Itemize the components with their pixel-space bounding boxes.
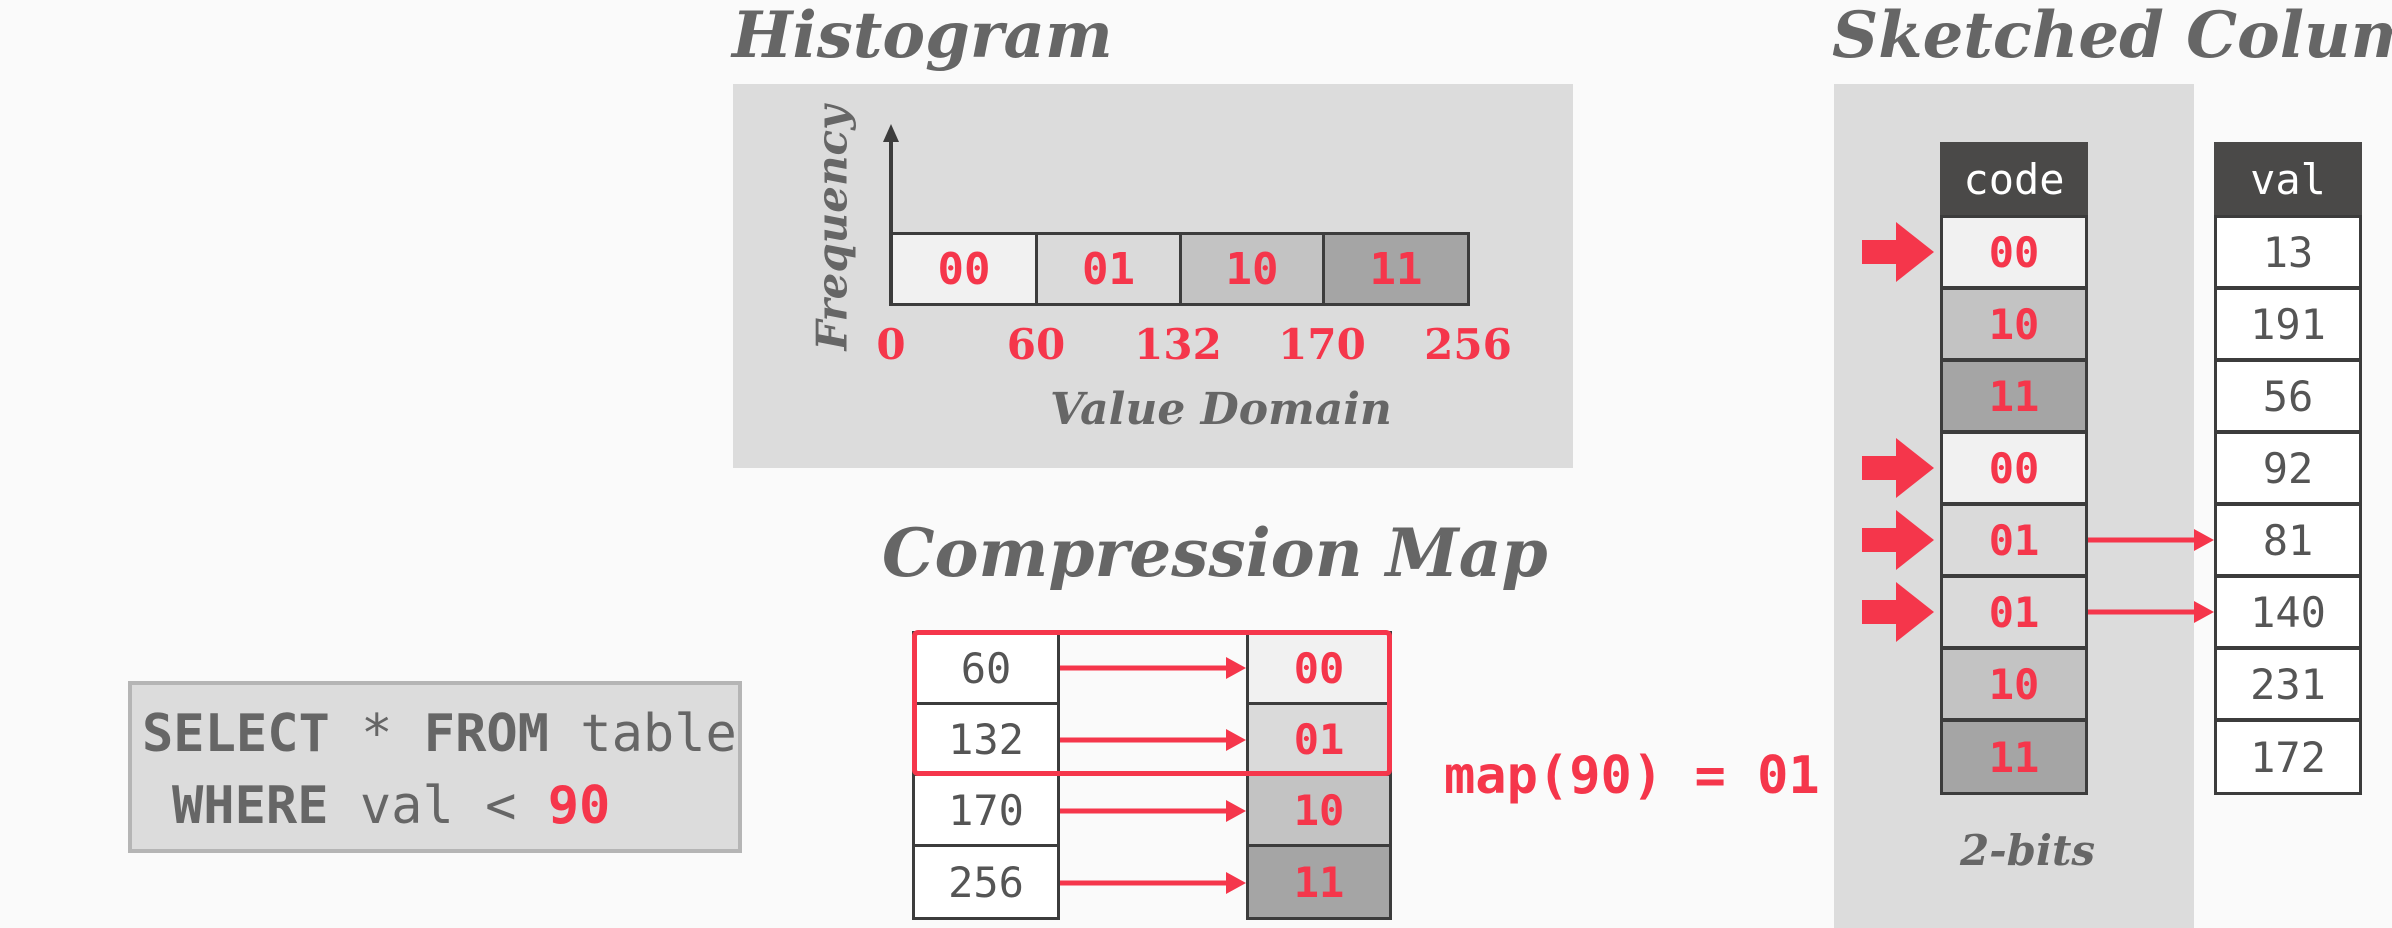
map-arrowhead [1226, 872, 1246, 894]
match-pointer-arrow [1862, 438, 1934, 498]
sql-table: table [549, 704, 737, 764]
query-box [128, 681, 742, 853]
histogram-x-label: Value Domain [1050, 384, 1392, 435]
sketched-column-title: Sketched Column [1832, 0, 2392, 73]
lookup-arrowhead [2194, 529, 2214, 551]
code-cell: 11 [1940, 359, 2088, 433]
val-cell: 13 [2214, 215, 2362, 289]
histogram-tick: 60 [1006, 320, 1066, 369]
match-pointer-arrow [1862, 582, 1934, 642]
match-pointer-arrow [1862, 510, 1934, 570]
map-value-cell: 170 [912, 773, 1060, 847]
sql-keyword: WHERE [172, 776, 329, 836]
lookup-arrowhead [2194, 601, 2214, 623]
val-cell: 231 [2214, 647, 2362, 721]
code-cell: 00 [1940, 215, 2088, 289]
val-column-header: val [2214, 142, 2362, 216]
code-column-header: code [1940, 142, 2088, 216]
code-cell: 10 [1940, 647, 2088, 721]
sql-literal: 90 [547, 776, 611, 836]
sql-star: * [329, 704, 424, 764]
map-arrowhead [1226, 729, 1246, 751]
histogram-bucket-01: 01 [1035, 232, 1182, 306]
code-cell: 01 [1940, 575, 2088, 649]
map-arrowhead [1226, 657, 1246, 679]
map-value-cell: 132 [912, 702, 1060, 776]
histogram-tick: 132 [1134, 320, 1222, 369]
histogram-y-axis-arrowhead [883, 124, 899, 142]
sql-keyword: SELECT [142, 704, 330, 764]
val-cell: 172 [2214, 719, 2362, 795]
query-line-2: WHERE val < 90 [172, 776, 610, 836]
histogram-title: Histogram [732, 0, 1113, 73]
histogram-tick: 0 [876, 320, 906, 369]
code-cell: 01 [1940, 503, 2088, 577]
histogram-tick: 256 [1424, 320, 1512, 369]
code-cell: 11 [1940, 719, 2088, 795]
match-pointer-arrow [1862, 222, 1934, 282]
sql-keyword: FROM [423, 704, 549, 764]
map-arrowhead [1226, 800, 1246, 822]
histogram-tick: 170 [1278, 320, 1366, 369]
val-cell: 140 [2214, 575, 2362, 649]
bits-footer: 2-bits [1960, 826, 2096, 875]
map-code-cell: 11 [1246, 844, 1392, 920]
query-line-1: SELECT * FROM table [142, 704, 737, 764]
map-highlight-box [912, 630, 1392, 776]
histogram-bucket-11: 11 [1322, 232, 1470, 306]
histogram-bucket-10: 10 [1179, 232, 1325, 306]
map-expression: map(90) = 01 [1444, 746, 1820, 806]
val-cell: 191 [2214, 287, 2362, 361]
map-code-cell: 01 [1246, 702, 1392, 776]
sql-condition: val < [328, 776, 548, 836]
map-value-cell: 256 [912, 844, 1060, 920]
compression-map-title: Compression Map [882, 514, 1548, 592]
